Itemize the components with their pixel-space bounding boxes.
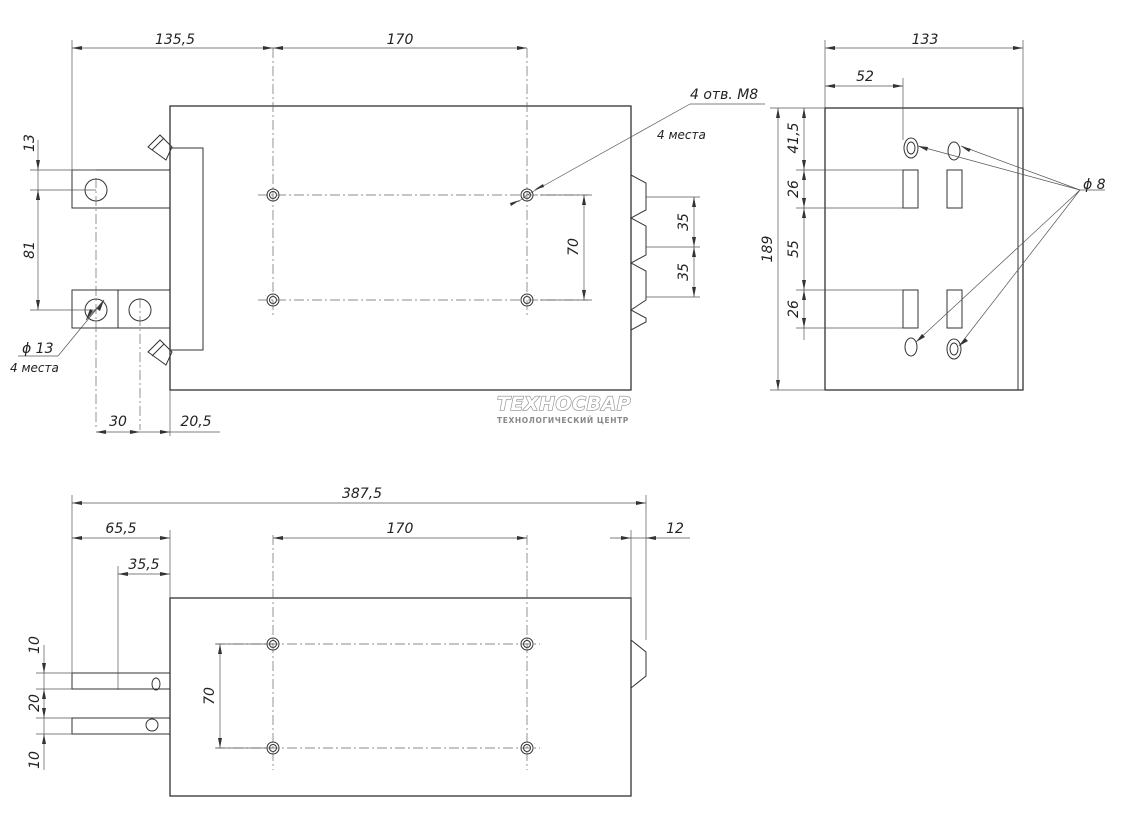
dim-70-bottom: 70 (202, 687, 218, 705)
dim-35-bottom: 35 (676, 263, 692, 281)
dim-30: 30 (109, 414, 127, 430)
side-slot (946, 169, 963, 209)
dim-81: 81 (22, 241, 38, 259)
dim-387-5: 387,5 (342, 486, 382, 502)
logo-subtitle: ТЕХНОЛОГИЧЕСКИЙ ЦЕНТР (497, 416, 629, 425)
front-terminal-top (71, 169, 171, 209)
front-view: 135,5 170 13 81 70 35 35 (10, 32, 765, 436)
side-hole (904, 337, 918, 357)
dim-26-bottom: 26 (786, 300, 802, 318)
bottom-terminal-top (71, 672, 171, 690)
dim-170-bottom: 170 (387, 521, 414, 537)
side-hole (903, 137, 919, 159)
dim-189: 189 (760, 236, 776, 263)
dim-26-top: 26 (786, 180, 802, 198)
front-clamp-top (147, 134, 173, 161)
side-slot (902, 169, 919, 209)
dim-52: 52 (856, 69, 874, 85)
dim-35-top: 35 (676, 213, 692, 231)
dim-70-front: 70 (566, 238, 582, 256)
dim-20: 20 (27, 694, 43, 712)
front-terminal-bottom (71, 289, 171, 329)
front-clamp-bottom (147, 339, 173, 366)
front-fins (629, 174, 647, 331)
dim-133: 133 (912, 32, 939, 48)
hole-diameter-8-label: ϕ 8 (1083, 177, 1106, 193)
thread-count-label: 4 места (657, 128, 706, 142)
hole-diameter-13-label: ϕ 13 (22, 341, 54, 357)
side-view: 133 52 189 41,5 26 55 26 (760, 32, 1106, 391)
side-slot (946, 289, 963, 329)
bottom-view: 387,5 65,5 35,5 170 12 70 (27, 486, 690, 797)
dim-35-5: 35,5 (128, 557, 159, 573)
dim-12: 12 (666, 521, 684, 537)
dim-65-5: 65,5 (105, 521, 136, 537)
side-hole (947, 141, 961, 161)
front-flange (169, 147, 204, 351)
dim-10-top: 10 (27, 636, 43, 654)
bottom-body (169, 597, 632, 797)
bottom-fin (630, 639, 647, 689)
dim-55: 55 (786, 240, 802, 258)
front-body (169, 105, 632, 391)
side-body (824, 107, 1024, 391)
side-hole (946, 338, 962, 360)
dim-13: 13 (22, 134, 38, 152)
bottom-terminal-bottom (71, 717, 171, 735)
hole-count-label: 4 места (10, 361, 59, 375)
logo-name: ТЕХНОСВАР (497, 393, 631, 415)
company-logo: ТЕХНОСВАР ТЕХНОЛОГИЧЕСКИЙ ЦЕНТР (496, 392, 631, 425)
dim-10-bottom: 10 (27, 751, 43, 769)
dim-170-front: 170 (387, 32, 414, 48)
dim-135-5: 135,5 (155, 32, 195, 48)
dim-20-5: 20,5 (180, 414, 211, 430)
thread-label: 4 отв. M8 (690, 87, 758, 103)
dim-41-5: 41,5 (786, 122, 802, 153)
side-slot (902, 289, 919, 329)
